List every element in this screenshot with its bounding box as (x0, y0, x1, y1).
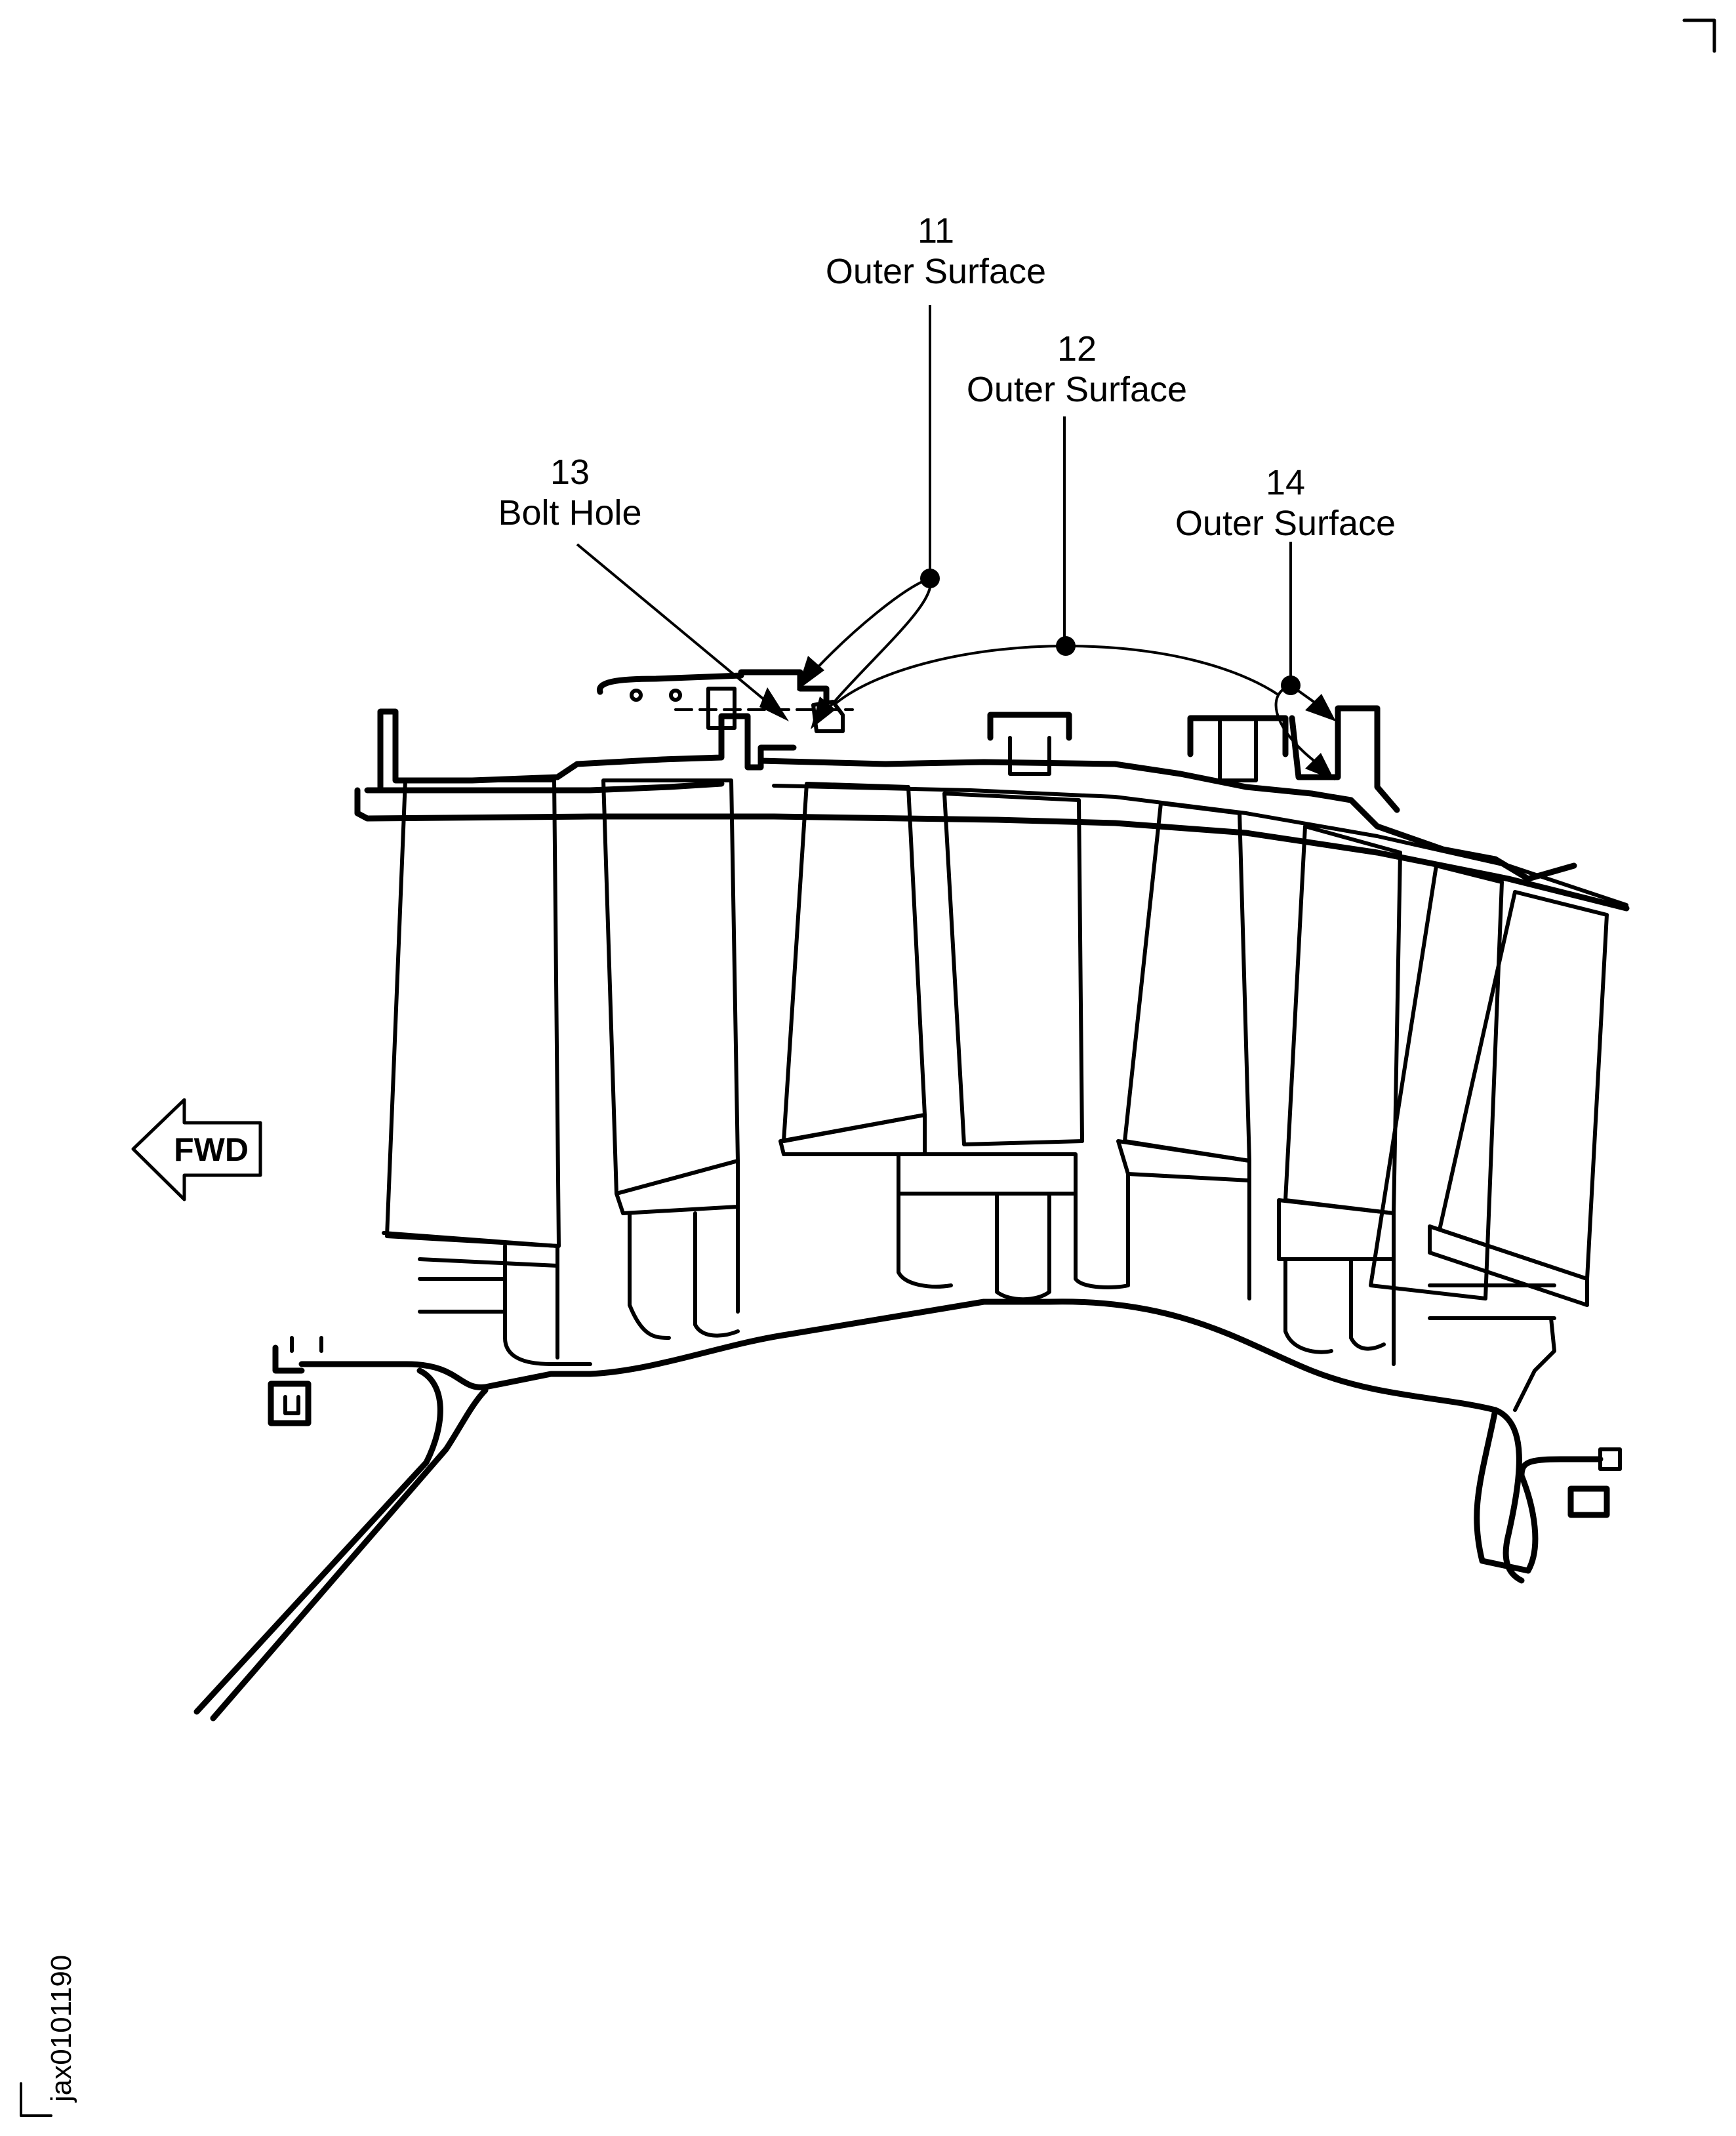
callout-14-number: 14 (1266, 463, 1305, 502)
outer-casing (354, 669, 1630, 912)
callout-11-label: Outer Surface (826, 252, 1046, 291)
callout-12-label: Outer Surface (967, 370, 1187, 409)
callout-14: 14 Outer Surface (1175, 463, 1396, 780)
figure-id-label: jax0101190 (45, 1955, 77, 2103)
callout-13: 13 Bolt Hole (498, 453, 789, 721)
fwd-direction-indicator: FWD (131, 1098, 262, 1201)
callout-14-label: Outer Surface (1175, 504, 1396, 543)
corner-mark-bottom-left (20, 2082, 52, 2117)
blade-stage-2 (942, 792, 1084, 1146)
vane-stage-2 (782, 782, 927, 1143)
callout-11-number: 11 (918, 211, 954, 251)
callout-13-label: Bolt Hole (498, 493, 641, 533)
fwd-label: FWD (174, 1131, 249, 1168)
callout-12-number: 12 (1057, 329, 1097, 369)
blade-stage-1 (601, 778, 740, 1196)
corner-mark-top-right (1682, 18, 1716, 53)
vane-stage-4 (1369, 864, 1504, 1300)
vane-stage-3 (1123, 801, 1251, 1163)
vane-stage-1 (385, 778, 561, 1248)
callout-13-number: 13 (550, 453, 590, 492)
callout-11: 11 Outer Surface (797, 211, 1046, 729)
callout-12: 12 Outer Surface (835, 329, 1280, 704)
rotor-drum (193, 1113, 1622, 1722)
blade-stage-4 (1438, 890, 1609, 1281)
left-arrow-icon (131, 1098, 262, 1201)
blade-stage-3 (1283, 824, 1402, 1215)
